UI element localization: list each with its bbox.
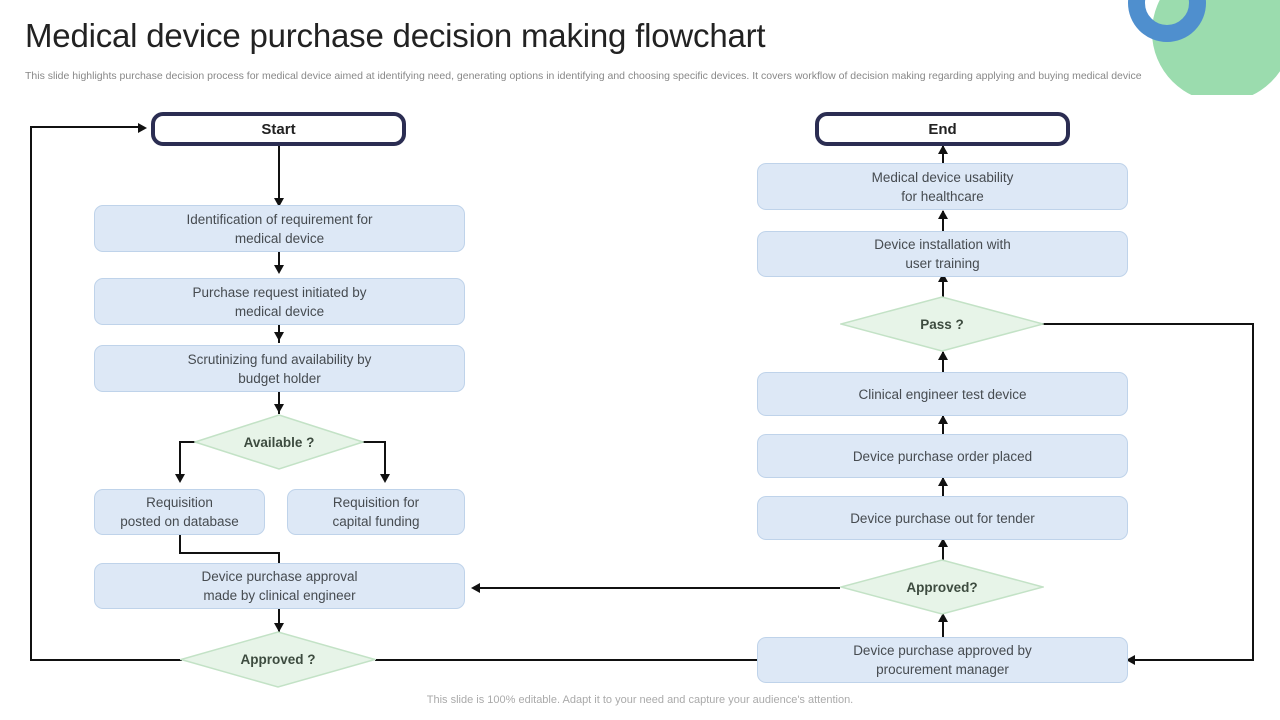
node-device-installation-line2: user training: [905, 256, 980, 271]
connector-approved1-to-start-v: [30, 126, 32, 661]
node-approved-decision-left-label: Approved ?: [240, 652, 316, 667]
node-available-decision[interactable]: Available ?: [194, 414, 364, 470]
connector-available-right-v: [384, 441, 386, 480]
node-device-usability-line2: for healthcare: [901, 188, 984, 204]
arrowhead-request-to-scrutinize: [274, 332, 284, 341]
arrowhead-test-to-pass: [938, 351, 948, 360]
diamond-shape-icon: [840, 296, 1044, 352]
node-purchase-order-placed-label: Device purchase order placed: [852, 448, 1033, 464]
node-end[interactable]: End: [815, 112, 1070, 146]
slide-footer-note: This slide is 100% editable. Adapt it to…: [426, 694, 854, 706]
node-clinical-engineer-test-label: Clinical engineer test device: [858, 386, 1027, 402]
node-purchase-request[interactable]: Purchase request initiated by medical de…: [94, 278, 465, 325]
node-identify-requirement[interactable]: Identification of requirement for medica…: [94, 205, 465, 252]
node-purchase-request-line2: medical device: [234, 303, 325, 319]
page-title: Medical device purchase decision making …: [25, 17, 766, 54]
connector-approved1-to-approvedpm: [375, 659, 760, 661]
connector-approved1-to-start-h2: [30, 126, 140, 128]
node-pass-decision-label: Pass ?: [920, 316, 964, 332]
node-purchase-approval-line2: made by clinical engineer: [203, 588, 356, 603]
node-purchase-request-line1: Purchase request initiated by: [192, 284, 367, 300]
diamond-shape-icon: [194, 414, 364, 470]
connector-available-left-v: [179, 441, 181, 480]
diamond-shape-icon: [180, 631, 376, 688]
connector-available-right-h: [348, 441, 386, 443]
arrowhead-usability-to-end: [938, 145, 948, 154]
blue-ring-decoration: [1128, 0, 1206, 42]
arrowhead-pass-loop-to-approvedpm: [1126, 655, 1135, 665]
page-subtitle: This slide highlights purchase decision …: [25, 70, 1142, 82]
connector-pass-loop-h-bottom: [1135, 659, 1254, 661]
node-end-label: End: [928, 120, 957, 138]
node-purchase-approval-line1: Device purchase approval: [201, 569, 358, 584]
connector-pass-to-install: [942, 275, 944, 297]
node-purchase-out-for-tender-label: Device purchase out for tender: [850, 510, 1035, 526]
node-device-usability-line1: Medical device usability: [871, 169, 1014, 185]
connector-approvedpm-to-approved2: [942, 613, 944, 637]
node-requisition-database-line2: posted on database: [120, 514, 239, 529]
connector-usability-to-end: [942, 146, 944, 164]
node-purchase-order-placed[interactable]: Device purchase order placed: [757, 434, 1128, 478]
node-identify-requirement-line2: medical device: [234, 230, 325, 246]
arrowhead-approved2-to-tender: [938, 538, 948, 547]
node-scrutinize-fund[interactable]: Scrutinizing fund availability by budget…: [94, 345, 465, 392]
connector-order-to-test: [942, 416, 944, 434]
node-requisition-capital-line2: capital funding: [332, 514, 420, 529]
arrowhead-scrutinize-to-available: [274, 404, 284, 413]
node-approved-decision-right-label: Approved?: [906, 579, 978, 595]
node-device-installation-line1: Device installation with: [874, 237, 1011, 252]
node-device-usability[interactable]: Medical device usability for healthcare: [757, 163, 1128, 210]
connector-scrutinize-to-available: [278, 392, 280, 414]
node-available-decision-label: Available ?: [243, 434, 315, 450]
connector-approved1-to-start-h1: [30, 659, 182, 661]
connector-start-to-identify: [278, 146, 280, 202]
arrowhead-pass-to-install: [938, 273, 948, 282]
connector-pass-loop-h-top: [1040, 323, 1254, 325]
node-scrutinize-fund-line1: Scrutinizing fund availability by: [187, 351, 372, 367]
arrowhead-available-to-req-capital: [380, 474, 390, 483]
connector-identify-to-request: [278, 252, 280, 270]
arrowhead-tender-to-order: [938, 477, 948, 486]
arrowhead-approved2-to-approval-ce: [471, 583, 480, 593]
arrowhead-available-to-req-db: [175, 474, 185, 483]
connector-approval-to-approved1: [278, 609, 280, 633]
node-pass-decision[interactable]: Pass ?: [840, 296, 1044, 352]
node-device-installation[interactable]: Device installation with user training: [757, 231, 1128, 277]
arrowhead-install-to-usability: [938, 210, 948, 219]
node-approved-decision-right[interactable]: Approved?: [840, 559, 1044, 615]
node-purchase-approval-clinical-engineer[interactable]: Device purchase approval made by clinica…: [94, 563, 465, 609]
node-start[interactable]: Start: [151, 112, 406, 146]
node-approved-procurement-manager-line1: Device purchase approved by: [853, 643, 1032, 658]
connector-install-to-usability: [942, 211, 944, 231]
arrowhead-order-to-test: [938, 415, 948, 424]
node-requisition-capital-line1: Requisition for: [332, 495, 420, 510]
node-approved-procurement-manager-line2: procurement manager: [876, 662, 1009, 677]
connector-approved2-to-approval-ce: [480, 587, 840, 589]
connector-test-to-pass: [942, 352, 944, 372]
node-requisition-database-line1: Requisition: [146, 495, 213, 510]
node-scrutinize-fund-line2: budget holder: [238, 370, 321, 386]
node-requisition-capital[interactable]: Requisition for capital funding: [287, 489, 465, 535]
green-circle-decoration: [1152, 0, 1280, 95]
node-identify-requirement-line1: Identification of requirement for: [186, 211, 373, 227]
connector-approved2-to-tender: [942, 540, 944, 562]
arrowhead-start-to-identify: [274, 198, 284, 207]
connector-reqdb-into-approval: [278, 552, 280, 564]
arrowhead-approved1-to-start: [138, 123, 147, 133]
node-approved-decision-left[interactable]: Approved ?: [180, 631, 376, 688]
node-approved-procurement-manager[interactable]: Device purchase approved by procurement …: [757, 637, 1128, 683]
diamond-shape-icon: [840, 559, 1044, 615]
node-start-label: Start: [261, 120, 296, 138]
node-clinical-engineer-test[interactable]: Clinical engineer test device: [757, 372, 1128, 416]
arrowhead-approval-to-approved1: [274, 623, 284, 632]
connector-reqdb-down: [179, 535, 181, 554]
connector-reqdb-right: [179, 552, 280, 554]
node-purchase-out-for-tender[interactable]: Device purchase out for tender: [757, 496, 1128, 540]
connector-tender-to-order: [942, 478, 944, 496]
arrowhead-identify-to-request: [274, 265, 284, 274]
arrowhead-approvedpm-to-approved2: [938, 613, 948, 622]
connector-pass-loop-v: [1252, 323, 1254, 660]
node-requisition-database[interactable]: Requisition posted on database: [94, 489, 265, 535]
